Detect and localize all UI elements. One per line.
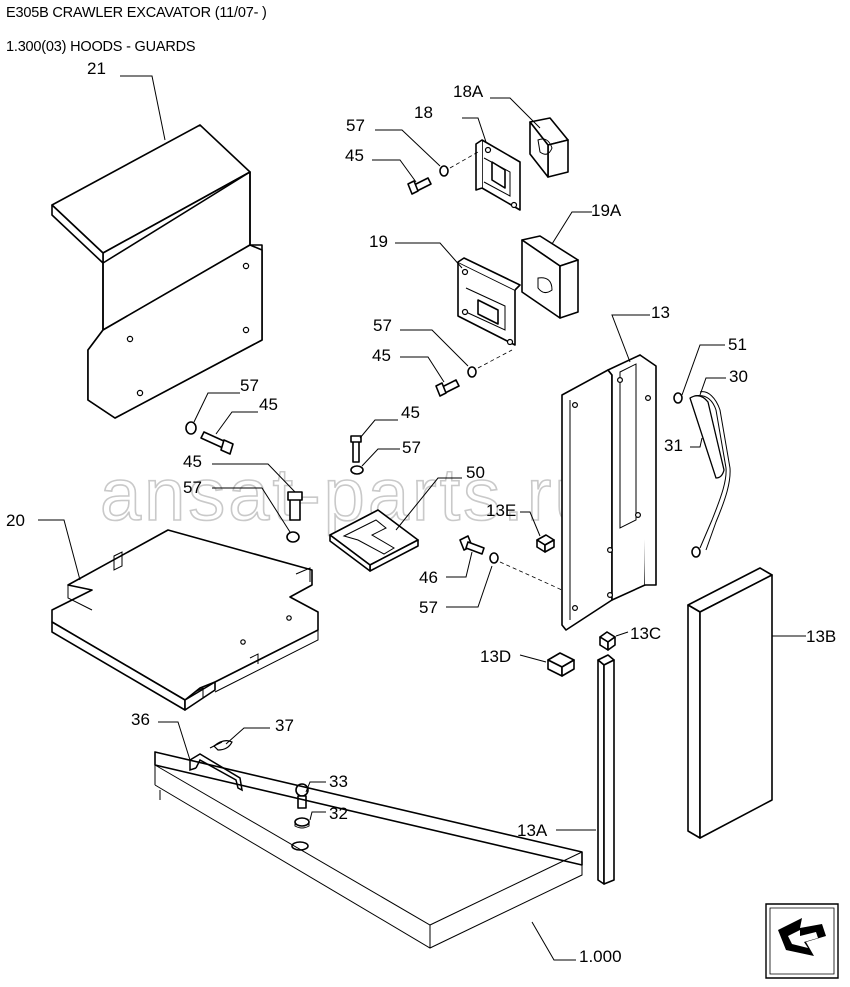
callout-13C: 13C	[630, 624, 661, 643]
callout-18: 18	[414, 103, 433, 122]
washer-57-upright[interactable]	[350, 465, 364, 475]
part-19A-pad[interactable]	[521, 235, 579, 319]
part-50-plate[interactable]	[329, 509, 419, 572]
callout-13: 13	[651, 303, 670, 322]
bolt-45-cover[interactable]	[287, 491, 303, 521]
callout-57-d: 57	[402, 438, 421, 457]
callout-45-a: 45	[345, 146, 364, 165]
callout-33: 33	[329, 772, 348, 791]
part-32-nut[interactable]	[294, 817, 310, 829]
callout-31: 31	[664, 436, 683, 455]
bolt-46[interactable]	[459, 535, 485, 555]
callout-20: 20	[6, 511, 25, 530]
next-page-arrow-icon[interactable]	[765, 903, 839, 979]
callout-19: 19	[369, 232, 388, 251]
callout-13B: 13B	[806, 627, 836, 646]
washer-51[interactable]	[673, 392, 683, 404]
diagram-title: E305B CRAWLER EXCAVATOR (11/07- )	[6, 5, 267, 21]
part-37-clip[interactable]	[209, 740, 233, 751]
part-18A-pad[interactable]	[529, 117, 569, 178]
callout-46: 46	[419, 568, 438, 587]
part-20-cover[interactable]	[51, 529, 319, 711]
callout-13A: 13A	[517, 821, 548, 840]
part-13E-block[interactable]	[536, 534, 555, 553]
callout-57-c: 57	[240, 376, 259, 395]
callout-36: 36	[131, 710, 150, 729]
callout-1000: 1.000	[579, 947, 622, 966]
callout-30: 30	[729, 367, 748, 386]
callout-50: 50	[466, 463, 485, 482]
callout-37: 37	[275, 716, 294, 735]
bolt-45-mid[interactable]	[435, 379, 460, 397]
callout-45-e: 45	[183, 452, 202, 471]
part-13A-strip[interactable]	[597, 654, 615, 885]
washer-57-cover[interactable]	[286, 531, 300, 543]
callout-45-b: 45	[372, 346, 391, 365]
callout-13E: 13E	[486, 501, 516, 520]
callout-19A: 19A	[591, 201, 622, 220]
callout-51: 51	[728, 335, 747, 354]
washer-57-mid[interactable]	[467, 366, 477, 378]
washer-57-hood[interactable]	[185, 421, 197, 435]
callout-57-b: 57	[373, 316, 392, 335]
part-36-pin[interactable]	[189, 753, 243, 792]
part-13D-block[interactable]	[547, 652, 575, 677]
part-13-frame[interactable]	[561, 354, 657, 631]
leader-lines	[38, 75, 806, 961]
part-1000-base[interactable]	[154, 751, 583, 949]
part-18-bracket[interactable]	[475, 139, 521, 211]
callout-57-f: 57	[419, 598, 438, 617]
callout-57-a: 57	[346, 116, 365, 135]
callout-13D: 13D	[480, 647, 511, 666]
diagram-section: 1.300(03) HOODS - GUARDS	[6, 39, 196, 55]
callout-57-e: 57	[183, 478, 202, 497]
bolt-45-top[interactable]	[407, 177, 432, 195]
part-30-rod[interactable]	[689, 391, 731, 558]
part-21-hood[interactable]	[51, 124, 263, 419]
bolt-45-hood[interactable]	[200, 431, 234, 455]
watermark: ansat-parts.ru	[100, 453, 599, 536]
bolt-45-upright[interactable]	[350, 435, 362, 463]
callout-32: 32	[329, 804, 348, 823]
part-19-bracket[interactable]	[457, 257, 521, 346]
callout-21: 21	[87, 59, 106, 78]
washer-57-46[interactable]	[489, 552, 499, 564]
boss-hole	[291, 841, 309, 851]
callout-45-d: 45	[401, 403, 420, 422]
callout-45-c: 45	[259, 395, 278, 414]
part-13B-panel[interactable]	[687, 567, 773, 839]
washer-57-top[interactable]	[439, 165, 449, 177]
callout-18A: 18A	[453, 82, 484, 101]
part-13C-block[interactable]	[599, 631, 616, 651]
